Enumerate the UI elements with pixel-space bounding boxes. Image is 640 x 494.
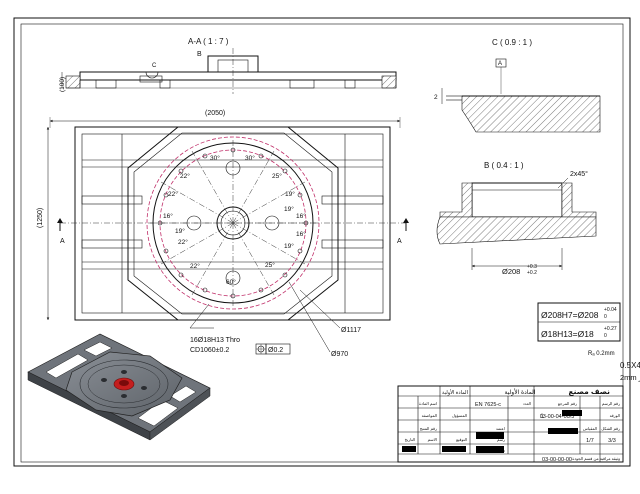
angle-label: 30°: [245, 154, 255, 162]
section-aa-label: A-A ( 1 : 7 ): [188, 37, 229, 46]
plan-view: (2050) (1250): [37, 110, 409, 358]
dim-dia-bolt-circle: Ø970: [331, 351, 348, 358]
title-col-label: الورقة: [610, 413, 620, 418]
fit-1-lower: 0: [604, 314, 607, 320]
angle-label: 16°: [296, 212, 306, 220]
title-drawing-number-2: 03-00-00-00: [542, 457, 572, 463]
section-mark-left: A: [60, 238, 65, 245]
holes-note-2: CD1060±0.2: [190, 347, 229, 354]
title-col-label: رقم الشكل: [601, 426, 620, 431]
marker-b: B: [197, 51, 202, 58]
fit-2-upper: +0.27: [604, 326, 617, 332]
title-col-label: التوقيع: [456, 437, 467, 442]
section-mark-right: A: [397, 238, 402, 245]
title-material-code: EN 7625-c: [475, 402, 501, 408]
angle-label: 22°: [168, 190, 178, 198]
angle-label: 25°: [272, 172, 282, 180]
angle-label: 19°: [284, 242, 294, 250]
detail-c-view: C ( 0.9 : 1 ) A 2: [434, 38, 601, 133]
angle-label: 19°: [285, 190, 295, 198]
fit-1-left: Ø208H7=Ø208: [541, 310, 599, 320]
isometric-view: [27, 333, 211, 441]
fit-tolerance-box: Ø208H7=Ø208 +0.04 0 Ø18H13=Ø18 +0.27 0: [537, 302, 621, 342]
title-col-label: المسؤول: [452, 413, 467, 418]
redacted-field: [442, 446, 466, 452]
title-scale: 1/7: [586, 438, 594, 444]
redacted-field: [562, 410, 582, 416]
angle-label: 25°: [265, 261, 275, 269]
angle-label: 22°: [178, 238, 188, 246]
dim-dia-b-upper: +0.3: [527, 264, 537, 270]
title-col-label: رقم المنتج: [420, 426, 437, 431]
angle-label: 22°: [190, 262, 200, 270]
title-col-label: المقياس: [583, 426, 597, 431]
fit-2-left: Ø18H13=Ø18: [541, 329, 594, 339]
title-material-header: المادة الأولية: [504, 388, 535, 396]
angle-label: 22°: [180, 172, 190, 180]
title-drawing-number: 03-00-04-00/3: [540, 414, 575, 420]
title-col-label: العدد: [523, 401, 531, 406]
title-material-header-2: المادة الأولية: [442, 389, 468, 396]
title-col-label: اسم المادة: [419, 401, 437, 406]
dim-dia-outer: Ø1117: [341, 327, 361, 334]
holes-note-1: 16Ø18H13 Thro: [190, 337, 240, 344]
detail-c-label: C ( 0.9 : 1 ): [492, 38, 532, 47]
detail-b-label: B ( 0.4 : 1 ): [484, 161, 524, 170]
title-qty: 1: [540, 414, 544, 420]
chamfer-b: 2x45°: [570, 170, 588, 178]
angle-label: 30°: [210, 154, 220, 162]
section-a-a-view: A-A ( 1 : 7 ) B C (100): [59, 37, 397, 94]
title-col-label: اعتمد: [496, 426, 505, 431]
datum-tag-c: A: [498, 61, 502, 67]
angle-label: 16°: [296, 230, 306, 238]
dim-dia-b-lower: +0.2: [527, 270, 537, 276]
fit-1-upper: +0.04: [604, 307, 617, 313]
title-part-name: نصف مصنع: [569, 387, 611, 396]
dim-dia-b: Ø208: [502, 267, 520, 276]
redacted-field: [476, 432, 504, 439]
note-1: تخويش ثقوب Ø18 بمقدار 0.5X45°: [620, 361, 640, 370]
title-block: نصف مصنع المادة الأولية المادة الأولية E…: [397, 385, 624, 463]
title-col-label: رقم الرسم: [602, 401, 620, 406]
dim-height-total: (1250): [37, 208, 44, 228]
machining-notes: Rₐ 0.2mm تخويش ثقوب Ø18 بمقدار 0.5X45° ي…: [588, 351, 640, 382]
roughness-note: Rₐ 0.2mm: [588, 351, 615, 357]
title-col-label: رسم: [497, 437, 505, 442]
angle-label: 19°: [175, 227, 185, 235]
redacted-field: [402, 446, 416, 452]
detail-b-view: B ( 0.4 : 1 ) 2x45° Ø208 +0.3 +0.2: [436, 161, 597, 276]
position-tolerance: Ø0.2: [268, 347, 283, 354]
angle-label: 16°: [163, 212, 173, 220]
dim-height-small: (100): [59, 77, 66, 92]
title-footer: وثيقة مراقبة من قسم الجودة: [572, 456, 620, 461]
fit-2-lower: 0: [604, 333, 607, 339]
dim-width-total: (2050): [205, 110, 225, 117]
title-col-label: الاسم: [428, 437, 437, 442]
redacted-field: [548, 428, 578, 434]
sheet-border: [13, 17, 631, 467]
title-col-label: رقم المرجع: [558, 401, 577, 406]
angle-label: 19°: [284, 205, 294, 213]
sheet-inner-border: [20, 23, 624, 463]
angle-label: 60°: [226, 278, 236, 286]
redacted-field: [476, 446, 504, 453]
marker-c: C: [152, 63, 157, 69]
detail-c-dim: 2: [434, 94, 438, 101]
title-col-label: المواصفة: [422, 413, 437, 418]
note-2: يشغل السطوح A بأقل علاوة تشغيل بما لا يت…: [620, 372, 640, 382]
title-sheet: 3/3: [608, 438, 616, 444]
title-col-label: التاريخ: [405, 437, 415, 442]
